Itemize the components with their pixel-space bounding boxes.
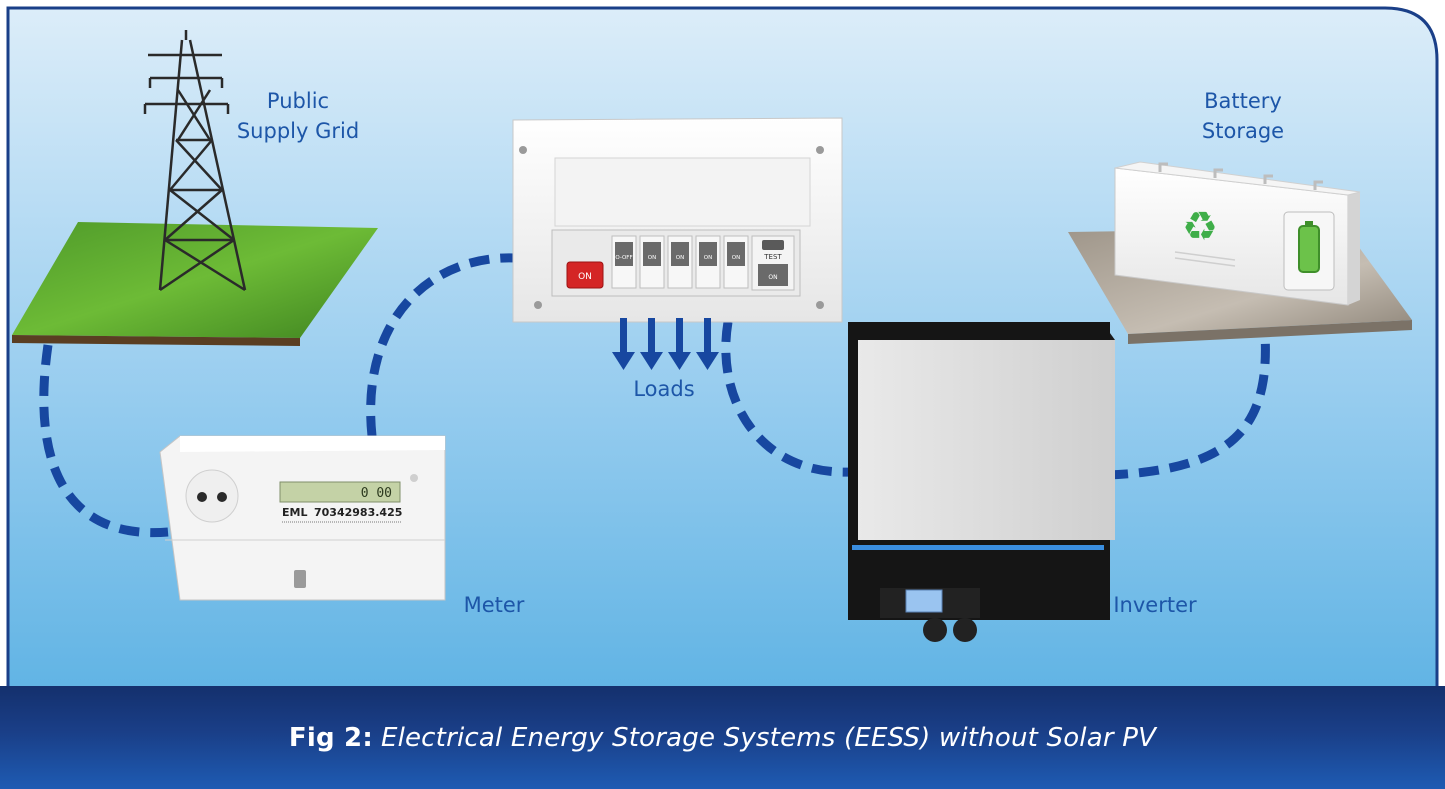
cable-meter-to-switchboard [366,253,516,437]
battery-label-line1: Battery [1204,89,1282,113]
electricity-meter: 0 00 EML 70342983.425 [159,435,446,601]
recycle-icon: ♻ [1182,204,1218,250]
caption-prefix: Fig 2: [288,722,373,753]
meter-lcd [279,481,401,503]
switchboard: ON O-OFF ON ON ON ON TE [512,117,843,323]
figure-caption: Fig 2: Electrical Energy Storage Systems… [0,686,1445,789]
main-switch [566,261,604,289]
transmission-tower-icon [143,30,247,292]
down-arrow-icon [612,318,635,370]
down-arrow-icon [696,318,719,370]
inverter-unit [848,322,1115,642]
cable-inverter-to-battery [1107,334,1270,480]
grass-tile [12,222,378,346]
grid-label-line1: Public [267,89,329,113]
battery-level-icon [1298,225,1320,273]
rcd-switch-label: ON [768,274,777,281]
loads-label: Loads [633,377,694,401]
loads-arrows [612,318,719,370]
down-arrow-icon [640,318,663,370]
meter-reading: 0 00 [361,486,392,501]
cable-grid-to-meter [39,344,169,538]
breaker-label-1: O-OFF [615,255,632,261]
inverter-label: Inverter [1113,593,1197,617]
rcd-unit: TEST ON [751,235,795,291]
battery-storage-unit: ♻ [1114,161,1361,306]
meter-serial: 70342983.425 [314,506,402,519]
meter-brand: EML [282,506,307,519]
main-switch-label: ON [578,272,592,282]
breakers: O-OFF ON ON ON ON [611,235,749,289]
connector-cables [39,253,1270,538]
breaker-label-5: ON [732,255,740,261]
cable-switchboard-to-inverter [721,321,851,477]
breaker-label-4: ON [704,255,712,261]
inverter-display [905,589,943,613]
caption-text: Electrical Energy Storage Systems (EESS)… [380,722,1157,753]
battery-label-line2: Storage [1202,119,1284,143]
rcd-test-label: TEST [763,253,782,261]
breaker-label-2: ON [648,255,656,261]
breaker-label-3: ON [676,255,684,261]
down-arrow-icon [668,318,691,370]
meter-label: Meter [464,593,525,617]
grid-label-line2: Supply Grid [237,119,359,143]
